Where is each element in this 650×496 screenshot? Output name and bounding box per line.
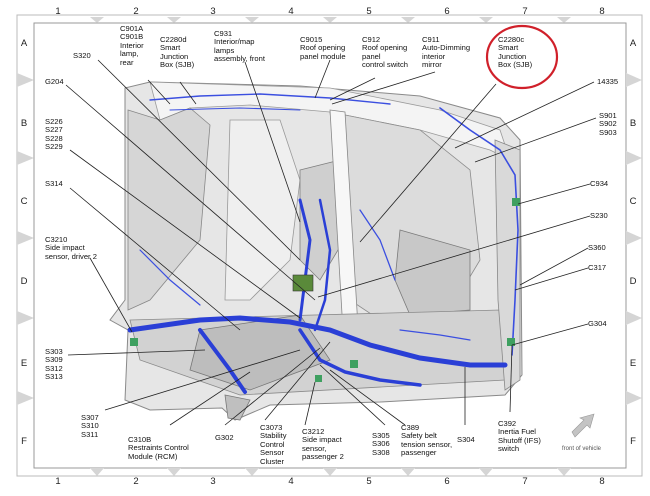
grid-column-5: 5 xyxy=(366,6,372,17)
grid-column-6: 6 xyxy=(444,6,450,17)
grid-column-1: 1 xyxy=(55,6,61,17)
frame-tick xyxy=(626,231,642,245)
label-c392: C392 Inertia Fuel Shutoff (IFS) switch xyxy=(498,419,541,454)
grid-column-4: 4 xyxy=(288,6,294,17)
frame-tick xyxy=(167,17,181,23)
frame-tick xyxy=(17,231,34,245)
grid-row-c: C xyxy=(20,196,28,207)
frame-tick xyxy=(479,468,493,476)
label-c912: C912 Roof opening panel control switch xyxy=(362,35,409,70)
label-g204: G204 xyxy=(45,77,64,86)
vehicle-body xyxy=(109,81,523,421)
frame-tick xyxy=(401,468,415,476)
front-of-vehicle-label: front of vehicle xyxy=(562,446,602,452)
grid-column-2: 2 xyxy=(133,6,139,17)
label-s320: S320 xyxy=(73,51,91,60)
front-of-vehicle-arrow-icon xyxy=(571,413,595,438)
frame-tick xyxy=(323,17,337,23)
grid-column-8: 8 xyxy=(599,6,605,17)
frame-tick xyxy=(90,468,104,476)
label-c317: C317 xyxy=(588,263,607,272)
frame-tick xyxy=(17,391,34,405)
label-c3210: C3210 Side impact sensor, driver 2 xyxy=(45,235,97,261)
label-g302: G302 xyxy=(215,433,234,442)
grid-column-8-bottom: 8 xyxy=(599,476,605,487)
frame-tick xyxy=(323,468,337,476)
wiring-harness xyxy=(127,93,520,394)
label-s304: S304 xyxy=(457,435,475,444)
frame-ticks xyxy=(17,17,642,476)
grid-row-d: D xyxy=(20,276,28,287)
label-c931: C931 Interior/map lamps assembly, front xyxy=(214,29,265,64)
grid-column-3-bottom: 3 xyxy=(210,476,216,487)
frame-tick xyxy=(401,17,415,23)
grid-row-f-right: F xyxy=(630,436,636,447)
frame-tick xyxy=(245,17,259,23)
leader-lines xyxy=(65,59,597,426)
grid-row-f: F xyxy=(21,436,27,447)
label-c3212: C3212 Side impact sensor, passenger 2 xyxy=(302,427,344,462)
frame-tick xyxy=(167,468,181,476)
grid-column-5-bottom: 5 xyxy=(366,476,372,487)
label-c2280d: C2280d Smart Junction Box (SJB) xyxy=(160,35,195,70)
frame-tick xyxy=(245,468,259,476)
grid-row-b-right: B xyxy=(629,118,637,129)
frame-tick xyxy=(557,468,571,476)
label-s305: S305 S306 S308 xyxy=(372,431,390,457)
label-c911: C911 Auto-Dimming interior mirror xyxy=(422,35,471,70)
frame-tick xyxy=(17,73,34,87)
grid-row-c-right: C xyxy=(629,196,637,207)
label-g304: G304 xyxy=(588,319,607,328)
grid-column-2-bottom: 2 xyxy=(133,476,139,487)
frame-tick xyxy=(626,73,642,87)
label-c2280c: C2280c Smart Junction Box (SJB) xyxy=(498,35,533,70)
label-c934: C934 xyxy=(590,179,609,188)
label-s901: S901 S902 S903 xyxy=(599,111,617,137)
label-s303: S303 S309 S312 S313 xyxy=(45,347,63,382)
frame-tick xyxy=(626,151,642,165)
grid-row-b: B xyxy=(20,118,28,129)
label-s307: S307 S310 S311 xyxy=(81,413,99,439)
frame-tick xyxy=(557,17,571,23)
grid-column-6-bottom: 6 xyxy=(444,476,450,487)
label-s360: S360 xyxy=(588,243,606,252)
grid-row-e-right: E xyxy=(629,358,637,369)
frame-tick xyxy=(479,17,493,23)
grid-column-7-bottom: 7 xyxy=(522,476,528,487)
highlight-circle xyxy=(485,24,559,90)
label-c310b: C310B Restraints Control Module (RCM) xyxy=(128,435,189,461)
label-c389: C389 Safety belt tension sensor, passeng… xyxy=(401,423,453,458)
grid-row-a-right: A xyxy=(629,38,637,49)
grid-column-4-bottom: 4 xyxy=(288,476,294,487)
label-c901ab: C901A C901B Interior lamp, rear xyxy=(120,24,144,67)
label-s314: S314 xyxy=(45,179,63,188)
grid-row-a: A xyxy=(20,38,28,49)
grid-column-1-bottom: 1 xyxy=(55,476,61,487)
label-c9015: C9015 Roof opening panel module xyxy=(300,35,346,61)
frame-tick xyxy=(626,311,642,325)
frame-tick xyxy=(90,17,104,23)
frame-tick xyxy=(17,311,34,325)
frame-tick xyxy=(17,151,34,165)
frame-tick xyxy=(626,391,642,405)
grid-row-d-right: D xyxy=(629,276,637,287)
label-14335: 14335 xyxy=(597,77,619,86)
grid-column-7: 7 xyxy=(522,6,528,17)
grid-column-3: 3 xyxy=(210,6,216,17)
outer-frame xyxy=(16,14,643,477)
grid-row-e: E xyxy=(20,358,28,369)
label-s230: S230 xyxy=(590,211,608,220)
label-s226: S226 S227 S228 S229 xyxy=(45,117,63,152)
label-c3073: C3073 Stability Control Sensor Cluster xyxy=(260,423,287,466)
